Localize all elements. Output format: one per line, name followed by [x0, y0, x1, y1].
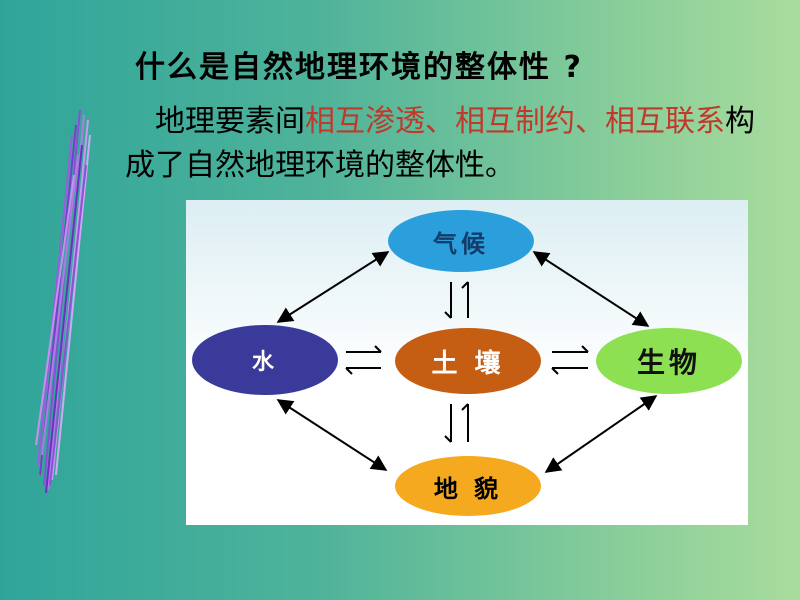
- body-highlight: 相互渗透、相互制约、相互联系: [305, 104, 725, 139]
- arrow-shengwu-dimao: [544, 395, 658, 473]
- slide-title: 什么是自然地理环境的整体性 ?: [135, 50, 583, 85]
- equilibrium-shui-turang: [345, 345, 382, 375]
- arrow-shui-dimao: [276, 399, 388, 471]
- equilibrium-turang-shengwu: [551, 345, 589, 375]
- arrow-qihou-shui: [276, 251, 390, 323]
- body-text-part1: 地理要素间: [155, 104, 305, 139]
- body-text-part2: 构成了自然地理环境的整体性。: [125, 104, 755, 183]
- node-climate: 气候: [388, 210, 534, 272]
- equilibrium-turang-dimao: [444, 403, 469, 443]
- node-biology: 生物: [596, 328, 742, 394]
- diagram-arrows: [276, 251, 658, 473]
- diagram-panel: 气候 水 土 壤 生物 地 貌: [186, 200, 748, 525]
- node-soil: 土 壤: [395, 328, 541, 394]
- node-landform: 地 貌: [395, 456, 541, 516]
- arrow-qihou-shengwu: [532, 251, 650, 327]
- node-water: 水: [192, 325, 338, 395]
- decorative-feather-strokes: [35, 109, 91, 494]
- equilibrium-qihou-turang: [444, 281, 469, 319]
- body-paragraph: 地理要素间相互渗透、相互制约、相互联系构成了自然地理环境的整体性。: [125, 100, 765, 188]
